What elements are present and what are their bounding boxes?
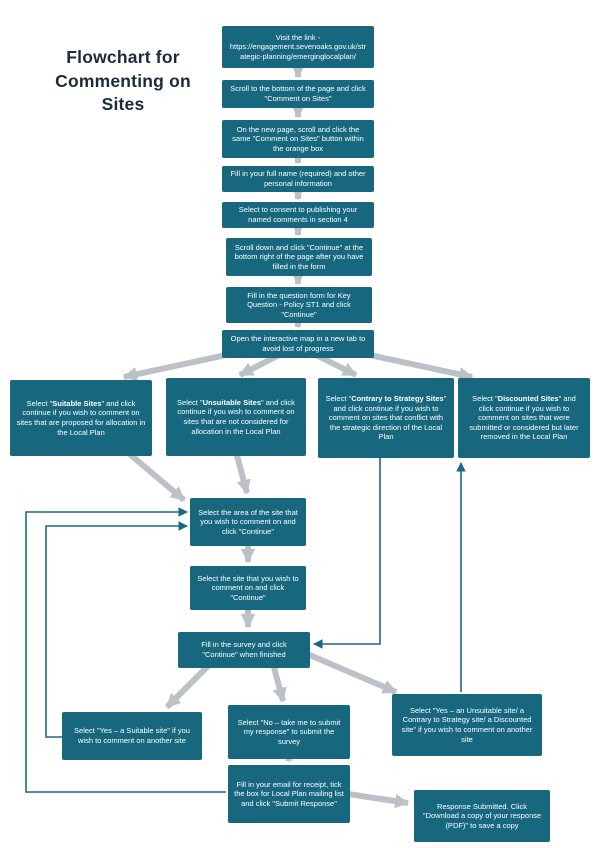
node-key-question: Fill in the question form for Key Questi…: [226, 287, 372, 323]
node-contrary-sites: Select "Contrary to Strategy Sites" and …: [318, 378, 454, 458]
page-title-line1: Flowchart for: [66, 47, 180, 67]
page-title: Flowchart for Commenting on Sites: [32, 46, 214, 117]
node-no-submit-text: Select "No – take me to submit my respon…: [237, 717, 341, 746]
node-email-submit: Fill in your email for receipt, tick the…: [228, 765, 350, 823]
node-response-submitted-text: Response Submitted. Click "Download a co…: [422, 801, 542, 830]
node-select-area-text: Select the area of the site that you wis…: [198, 507, 298, 536]
node-suitable-sites: Select "Suitable Sites" and click contin…: [10, 380, 152, 456]
node-email-submit-text: Fill in your email for receipt, tick the…: [234, 779, 344, 808]
node-select-area: Select the area of the site that you wis…: [190, 498, 306, 546]
node-yes-suitable: Select "Yes – a Suitable site" if you wi…: [62, 712, 202, 760]
node-consent-text: Select to consent to publishing your nam…: [238, 205, 358, 224]
node-scroll-bottom-text: Scroll to the bottom of the page and cli…: [230, 84, 366, 103]
node-select-site-text: Select the site that you wish to comment…: [197, 573, 299, 602]
node-open-map: Open the interactive map in a new tab to…: [222, 330, 374, 358]
node-open-map-text: Open the interactive map in a new tab to…: [230, 334, 366, 353]
node-full-name: Fill in your full name (required) and ot…: [222, 166, 374, 192]
connector-contrary-to-survey: [313, 458, 381, 649]
node-survey-text: Fill in the survey and click "Continue" …: [201, 640, 287, 659]
node-new-page-text: On the new page, scroll and click the sa…: [232, 124, 364, 153]
node-visit-link: Visit the link - https://engagement.seve…: [222, 26, 374, 68]
node-discounted-sites-text: Select "Discounted Sites" and click cont…: [469, 394, 579, 442]
node-contrary-sites-text: Select "Contrary to Strategy Sites" and …: [325, 394, 447, 442]
node-new-page: On the new page, scroll and click the sa…: [222, 120, 374, 158]
node-no-submit: Select "No – take me to submit my respon…: [228, 705, 350, 759]
node-unsuitable-sites: Select "Unsuitable Sites" and click cont…: [166, 378, 306, 456]
node-continue-bottom-text: Scroll down and click "Continue" at the …: [234, 242, 364, 271]
node-consent: Select to consent to publishing your nam…: [222, 202, 374, 228]
arrow-survey-to-yes-other: [296, 647, 398, 695]
node-suitable-sites-text: Select "Suitable Sites" and click contin…: [16, 398, 146, 437]
page-title-line2: Commenting on Sites: [55, 70, 191, 115]
loop-outer-left-to-area: [25, 507, 226, 793]
node-key-question-text: Fill in the question form for Key Questi…: [247, 290, 351, 319]
node-response-submitted: Response Submitted. Click "Download a co…: [414, 790, 550, 842]
loop-yes-suitable-to-area: [45, 521, 188, 738]
node-scroll-bottom: Scroll to the bottom of the page and cli…: [222, 80, 374, 108]
node-yes-other-site-text: Select "Yes – an Unsuitable site/ a Cont…: [401, 705, 533, 744]
node-unsuitable-sites-text: Select "Unsuitable Sites" and click cont…: [177, 397, 295, 436]
node-continue-bottom: Scroll down and click "Continue" at the …: [226, 238, 372, 276]
node-visit-link-text: Visit the link - https://engagement.seve…: [229, 32, 367, 61]
node-select-site: Select the site that you wish to comment…: [190, 566, 306, 610]
node-survey: Fill in the survey and click "Continue" …: [178, 632, 310, 668]
node-full-name-text: Fill in your full name (required) and ot…: [230, 169, 366, 188]
node-discounted-sites: Select "Discounted Sites" and click cont…: [458, 378, 590, 458]
arrow-email-to-response: [347, 791, 410, 809]
node-yes-other-site: Select "Yes – an Unsuitable site/ a Cont…: [392, 694, 542, 756]
node-yes-suitable-text: Select "Yes – a Suitable site" if you wi…: [74, 726, 190, 745]
